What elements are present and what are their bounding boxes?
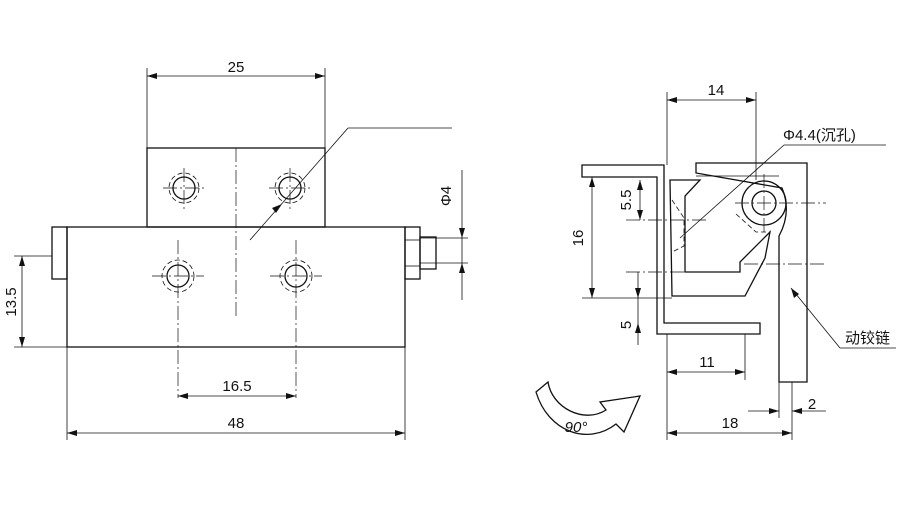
front-dim-hole-dia: Φ4 xyxy=(420,170,468,300)
side-dim-height: 16 xyxy=(570,176,672,299)
side-dim-inner-width-label: 11 xyxy=(699,354,715,371)
side-callout-moving-hinge-label: 动铰链 xyxy=(845,329,890,347)
side-dim-lower-offset-label: 5 xyxy=(618,321,635,329)
front-dim-height-label: 13.5 xyxy=(3,287,20,316)
front-left-cap xyxy=(51,226,68,280)
side-dim-inner-width: 11 xyxy=(666,334,746,440)
side-view: 14 Φ4.4(沉孔) 5.5 16 5 xyxy=(535,82,896,440)
side-fixed-leaf xyxy=(581,164,761,335)
side-moving-leaf xyxy=(695,162,808,383)
side-callout-countersunk: Φ4.4(沉孔) xyxy=(679,127,886,239)
side-callout-moving-hinge: 动铰链 xyxy=(790,287,896,349)
front-dim-overall-width: 48 xyxy=(66,347,406,440)
side-dim-upper-offset: 5.5 xyxy=(618,180,643,220)
side-pivot xyxy=(735,174,826,232)
side-rotation-arrow: 90° xyxy=(535,380,642,436)
side-dim-top-width-label: 14 xyxy=(708,82,725,99)
front-dim-height: 13.5 xyxy=(3,255,67,348)
side-bracket xyxy=(669,179,772,297)
front-dim-top-width: 25 xyxy=(146,59,326,148)
front-upper-hole-right xyxy=(269,168,313,210)
side-dim-overall-width: 18 xyxy=(667,415,792,436)
side-callout-countersunk-label: Φ4.4(沉孔) xyxy=(783,127,856,144)
side-dim-overall-width-label: 18 xyxy=(722,415,739,432)
front-dim-overall-width-label: 48 xyxy=(228,415,245,432)
side-dim-leaf-thickness: 2 xyxy=(748,382,826,440)
side-dim-height-label: 16 xyxy=(570,230,587,247)
front-right-cap xyxy=(404,226,421,280)
side-dim-leaf-thickness-label: 2 xyxy=(808,396,816,413)
front-dim-top-width-label: 25 xyxy=(228,59,245,76)
front-lower-hole-left xyxy=(152,240,204,398)
front-dim-hole-spacing-label: 16.5 xyxy=(222,378,251,395)
side-dim-upper-offset-label: 5.5 xyxy=(618,190,635,211)
front-dim-hole-spacing: 16.5 xyxy=(178,378,296,399)
side-dim-lower-offset: 5 xyxy=(618,272,641,345)
side-rotation-label: 90° xyxy=(565,419,588,436)
side-dim-top-width: 14 xyxy=(666,82,757,180)
front-lower-hole-right xyxy=(270,240,322,398)
front-view: 25 Φ4 13.5 16.5 xyxy=(3,59,468,440)
front-dim-hole-dia-label: Φ4 xyxy=(438,186,455,206)
front-upper-hole-left xyxy=(163,168,206,210)
front-right-nut xyxy=(419,236,437,270)
